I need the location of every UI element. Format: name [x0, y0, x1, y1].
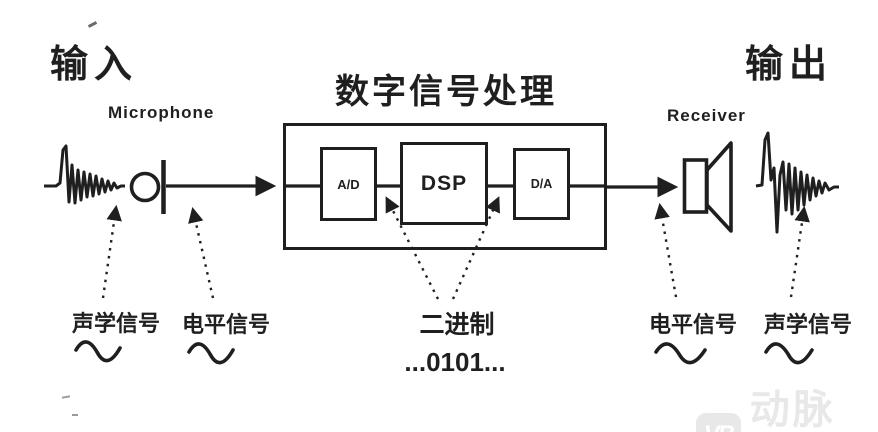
microphone-icon: [129, 160, 166, 214]
sine-wave-icon: [764, 342, 814, 365]
binary-stream-label: ...0101...: [404, 347, 506, 377]
input-label: 输入: [50, 44, 139, 86]
output-label: 输出: [745, 44, 834, 86]
binary-label: 二进制: [419, 311, 495, 339]
microphone-label: Microphone: [108, 103, 215, 122]
acoustic-signal-in-label: 声学信号: [71, 311, 160, 336]
output-waveform-icon: [755, 131, 839, 234]
dotted-arrow-level-out: [654, 202, 678, 298]
watermark-badge-icon: VB: [696, 412, 741, 432]
dotted-arrow-acoustic-in: [101, 204, 122, 299]
adc-block: A/D: [320, 147, 377, 221]
dotted-arrow-acoustic-out: [789, 205, 810, 298]
level-signal-out-label: 电平信号: [648, 312, 737, 337]
scan-artifact: [61, 395, 71, 399]
speaker-icon: [682, 141, 733, 233]
watermark: VB 动脉网: [696, 377, 878, 432]
sine-wave-icon: [74, 340, 122, 363]
scan-artifact: [72, 414, 78, 416]
scan-artifact: [87, 21, 98, 28]
dac-block: D/A: [513, 148, 570, 220]
input-waveform-icon: [44, 144, 125, 205]
watermark-name: 动脉网: [749, 388, 836, 432]
diagram-title: 数字信号处理: [335, 73, 557, 111]
acoustic-signal-out-label: 声学信号: [763, 312, 852, 337]
sine-wave-icon: [654, 342, 707, 365]
level-signal-in-label: 电平信号: [181, 312, 270, 337]
dsp-block: DSP: [400, 142, 488, 225]
receiver-label: Receiver: [667, 106, 746, 125]
sine-wave-icon: [187, 342, 235, 365]
dotted-arrow-level-in: [188, 206, 215, 299]
